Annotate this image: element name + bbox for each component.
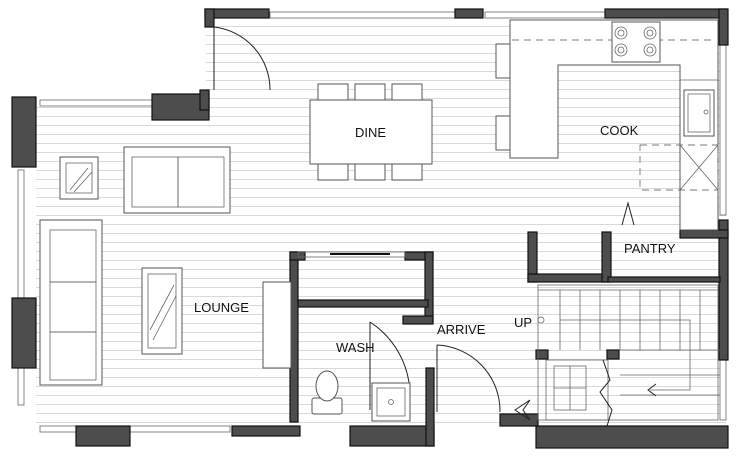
room-labels: DINE COOK PANTRY LOUNGE WASH ARRIVE UP xyxy=(194,123,676,355)
label-cook: COOK xyxy=(600,123,639,138)
kitchen-counters xyxy=(495,19,719,231)
dining-set xyxy=(309,83,433,181)
lounge-furniture xyxy=(39,146,292,386)
label-pantry: PANTRY xyxy=(624,241,676,256)
wash-fixtures xyxy=(311,370,411,422)
staircase xyxy=(537,284,720,427)
label-dine: DINE xyxy=(355,125,386,140)
walls xyxy=(11,8,729,449)
label-lounge: LOUNGE xyxy=(194,300,249,315)
label-up: UP xyxy=(514,315,532,330)
label-wash: WASH xyxy=(336,340,375,355)
label-arrive: ARRIVE xyxy=(437,322,486,337)
doors xyxy=(213,26,635,421)
